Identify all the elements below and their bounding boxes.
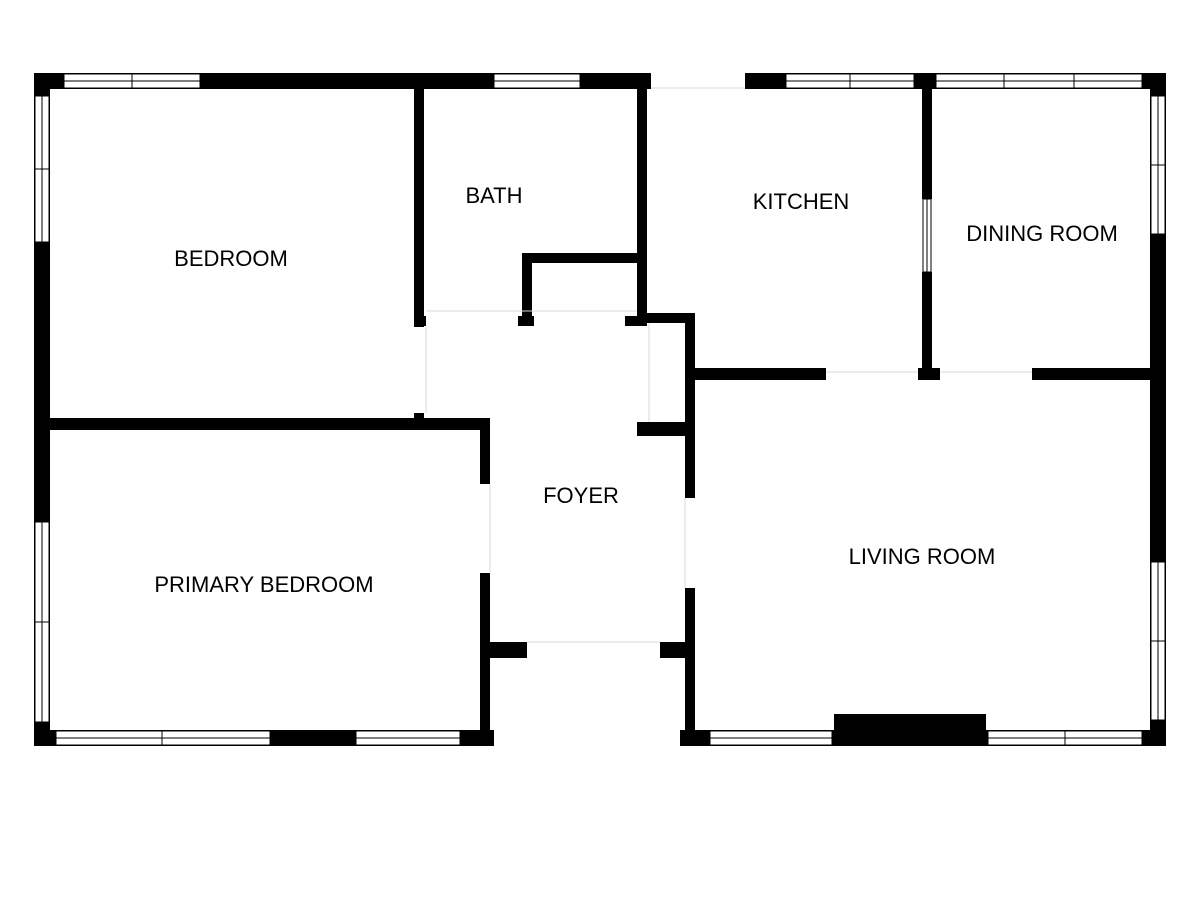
wall-bath-bottom-stub-left bbox=[414, 316, 426, 326]
window-living-bottom-1 bbox=[709, 730, 833, 746]
window-bedroom-left bbox=[34, 95, 50, 243]
window-primary-bottom-1 bbox=[55, 730, 271, 746]
walls bbox=[34, 73, 1166, 746]
wall-foyer-east-upper bbox=[685, 380, 695, 498]
wall-entry-right bbox=[660, 642, 695, 658]
wall-living-top-right bbox=[1032, 368, 1166, 380]
room-label-dining-room: DINING ROOM bbox=[966, 221, 1118, 246]
window-dining-top bbox=[935, 73, 1143, 89]
wall-kitchen-jog-side bbox=[685, 313, 695, 383]
wall-foyer-closet-stub bbox=[637, 422, 695, 436]
wall-closet-top bbox=[522, 253, 637, 263]
wall-living-top-mid bbox=[918, 368, 940, 380]
room-labels: BEDROOM BATH KITCHEN DINING ROOM FOYER P… bbox=[154, 183, 1117, 597]
window-kitchen-top bbox=[785, 73, 915, 89]
wall-bedroom-primary bbox=[50, 418, 490, 430]
fireplace bbox=[834, 714, 986, 746]
wall-foyer-west-lower bbox=[480, 573, 490, 746]
room-label-foyer: FOYER bbox=[543, 483, 619, 508]
window-dining-right bbox=[1150, 95, 1166, 235]
room-label-bath: BATH bbox=[465, 183, 522, 208]
wall-kitchen-jog-top bbox=[637, 313, 695, 323]
room-label-bedroom: BEDROOM bbox=[174, 246, 288, 271]
wall-kitchen-dining-upper bbox=[922, 89, 932, 199]
wall-kitchen-dining-lower bbox=[922, 272, 932, 380]
wall-foyer-west-upper bbox=[480, 418, 490, 484]
window-primary-left bbox=[34, 521, 50, 723]
wall-bath-kitchen bbox=[637, 89, 647, 325]
openings bbox=[425, 87, 1032, 643]
wall-foyer-east-lower bbox=[685, 588, 695, 746]
wall-closet-left bbox=[522, 253, 532, 325]
window-living-right bbox=[1150, 561, 1166, 721]
wall-bath-bottom-stub-mid bbox=[518, 316, 534, 326]
room-label-kitchen: KITCHEN bbox=[753, 189, 850, 214]
room-label-living-room: LIVING ROOM bbox=[849, 544, 996, 569]
wall-bedroom-bath bbox=[414, 89, 424, 327]
window-bath-top bbox=[493, 73, 581, 89]
windows bbox=[34, 73, 1166, 746]
wall-foyer-closet-side bbox=[637, 422, 647, 436]
wall-entry-left bbox=[480, 642, 527, 658]
room-label-primary-bedroom: PRIMARY BEDROOM bbox=[154, 572, 373, 597]
wall-living-top-left bbox=[685, 368, 826, 380]
window-kitchen-dining bbox=[922, 198, 932, 273]
window-living-bottom-2 bbox=[987, 730, 1143, 746]
wall-bath-bottom-stub-right bbox=[625, 316, 647, 326]
window-bedroom-top bbox=[63, 73, 201, 89]
window-primary-bottom-2 bbox=[355, 730, 461, 746]
